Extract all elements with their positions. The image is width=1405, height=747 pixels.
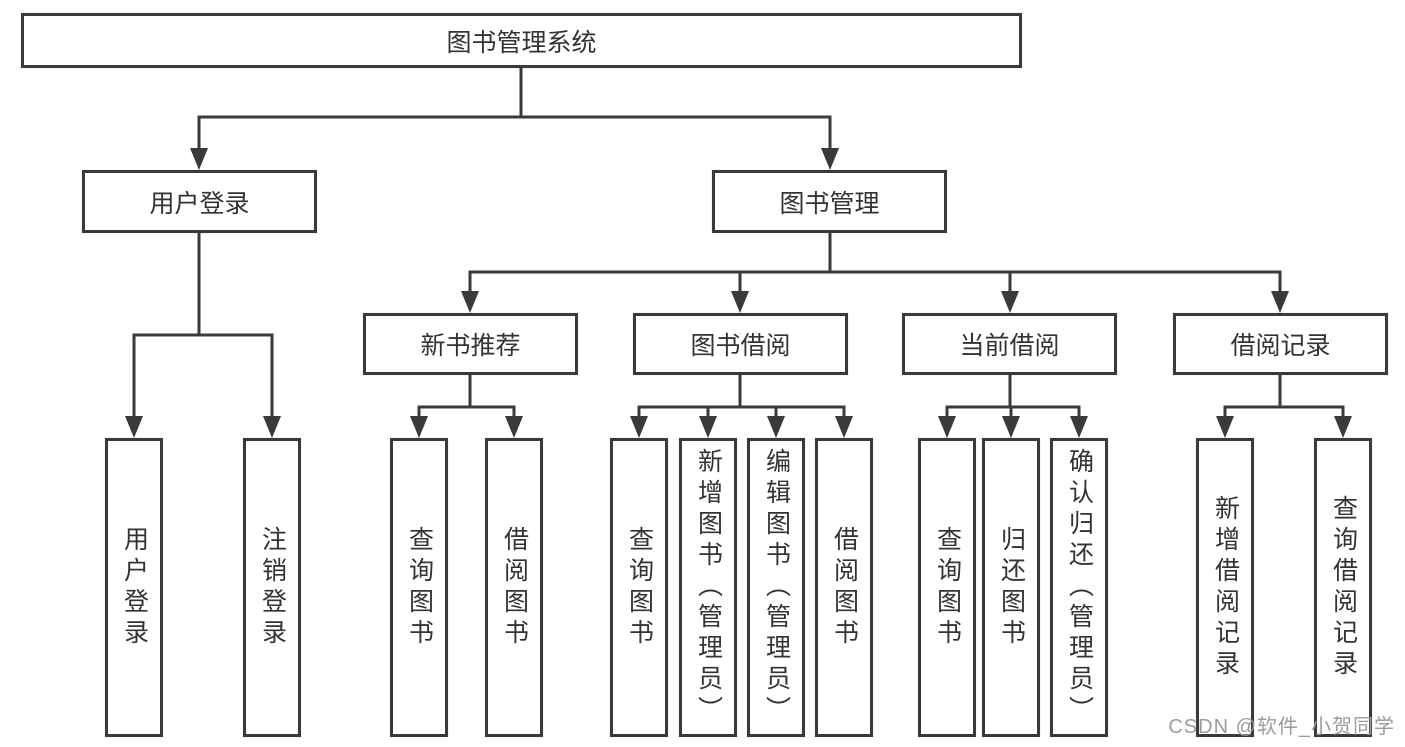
leaf-query-book-2-label: 查询图书 — [625, 525, 654, 650]
leaf-return-book-label: 归还图书 — [997, 525, 1026, 650]
node-user-login-label: 用户登录 — [149, 189, 250, 218]
leaf-confirm-return-admin: 确认归还（管理员） — [1050, 438, 1108, 737]
leaf-confirm-return-admin-label: 确认归还（管理员） — [1065, 448, 1094, 727]
leaf-user-login: 用户登录 — [105, 438, 163, 737]
leaf-query-book-2: 查询图书 — [610, 438, 668, 737]
leaf-add-book-admin-label: 新增图书（管理员） — [694, 448, 723, 727]
leaf-query-borrow-record-label: 查询借阅记录 — [1329, 494, 1358, 681]
leaf-add-book-admin: 新增图书（管理员） — [679, 438, 737, 737]
leaf-logout: 注销登录 — [243, 438, 301, 737]
arrowheads — [125, 148, 1352, 438]
node-book-management: 图书管理 — [712, 170, 947, 233]
leaf-borrow-book-1: 借阅图书 — [485, 438, 543, 737]
leaf-edit-book-admin-label: 编辑图书（管理员） — [762, 448, 791, 727]
node-borrow-record-label: 借阅记录 — [1230, 332, 1331, 360]
node-root-library-system: 图书管理系统 — [21, 13, 1022, 68]
node-book-borrow: 图书借阅 — [633, 313, 848, 375]
leaf-query-book-1: 查询图书 — [390, 438, 448, 737]
leaf-query-book-3: 查询图书 — [918, 438, 976, 737]
node-borrow-record: 借阅记录 — [1173, 313, 1388, 375]
node-current-borrow-label: 当前借阅 — [959, 332, 1060, 360]
node-user-login: 用户登录 — [82, 170, 317, 233]
leaf-query-book-1-label: 查询图书 — [405, 525, 434, 650]
leaf-borrow-book-2: 借阅图书 — [815, 438, 873, 737]
leaf-user-login-label: 用户登录 — [120, 525, 149, 650]
node-book-management-label: 图书管理 — [779, 189, 880, 218]
node-book-borrow-label: 图书借阅 — [690, 332, 791, 360]
leaf-logout-label: 注销登录 — [258, 525, 287, 650]
leaf-add-borrow-record-label: 新增借阅记录 — [1211, 494, 1240, 681]
node-current-borrow: 当前借阅 — [902, 313, 1117, 375]
leaf-query-borrow-record: 查询借阅记录 — [1314, 438, 1372, 737]
leaf-return-book: 归还图书 — [982, 438, 1040, 737]
node-root-label: 图书管理系统 — [446, 28, 597, 57]
leaf-add-borrow-record: 新增借阅记录 — [1196, 438, 1254, 737]
leaf-edit-book-admin: 编辑图书（管理员） — [747, 438, 805, 737]
leaf-query-book-3-label: 查询图书 — [933, 525, 962, 650]
csdn-watermark: CSDN @软件_小贺同学 — [1168, 716, 1395, 738]
leaf-borrow-book-1-label: 借阅图书 — [500, 525, 529, 650]
node-new-book-recommend-label: 新书推荐 — [420, 332, 521, 360]
leaf-borrow-book-2-label: 借阅图书 — [830, 525, 859, 650]
node-new-book-recommend: 新书推荐 — [363, 313, 578, 375]
